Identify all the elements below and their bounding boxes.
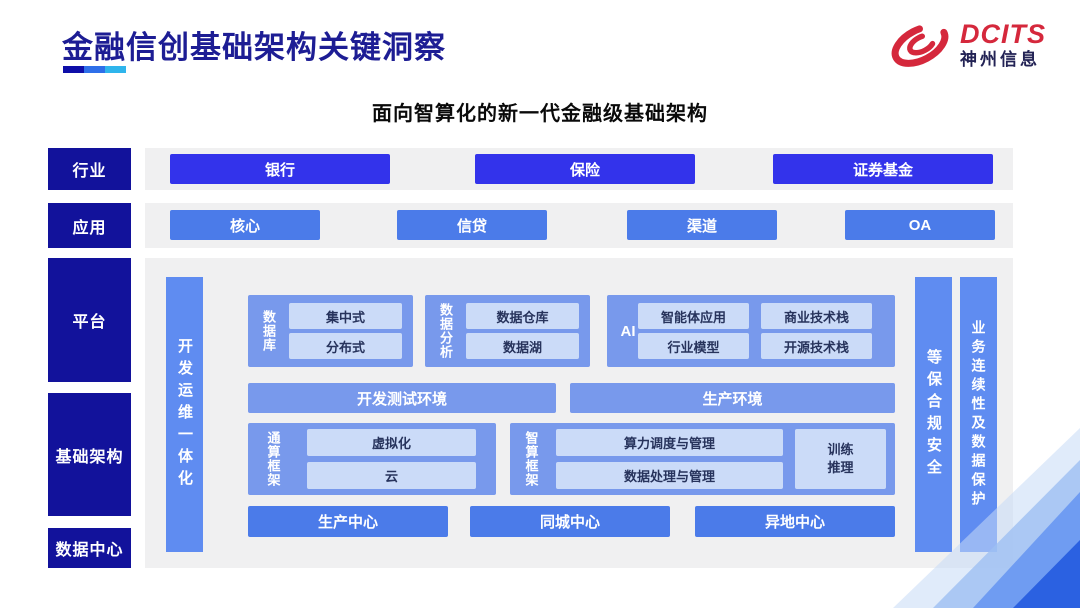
ai-item-commercial-stack: 商业技术栈 xyxy=(761,303,872,329)
logo-brand-name: DCITS xyxy=(960,18,1046,49)
dev-test-environment-bar: 开发测试环境 xyxy=(248,383,556,413)
general-compute-item-cloud: 云 xyxy=(307,462,476,489)
logo-company-name: 神州信息 xyxy=(960,49,1040,69)
devops-pillar: 开发运维一体化 xyxy=(166,277,203,552)
continuity-pillar: 业务连续性及数据保护 xyxy=(960,277,997,552)
underline-segment xyxy=(63,66,84,73)
analytics-section: 数据分析 数据仓库 数据湖 xyxy=(425,295,590,367)
general-compute-item-virtualization: 虚拟化 xyxy=(307,429,476,456)
ai-item-opensource-stack: 开源技术栈 xyxy=(761,333,872,359)
layer-label-infrastructure: 基础架构 xyxy=(48,393,131,516)
smart-compute-item-data-processing: 数据处理与管理 xyxy=(556,462,783,489)
database-section: 数据库 集中式 分布式 xyxy=(248,295,413,367)
app-item-credit: 信贷 xyxy=(397,210,547,240)
layer-label-datacenter: 数据中心 xyxy=(48,528,131,568)
devops-pillar-label: 开发运维一体化 xyxy=(176,337,193,492)
inference-line: 推理 xyxy=(827,460,854,475)
analytics-item-warehouse: 数据仓库 xyxy=(466,303,579,329)
platform-panel: 开发运维一体化 数据库 集中式 分布式 数据分析 数据仓库 数据湖 AI 智能体… xyxy=(145,258,1013,568)
smart-compute-label: 智算框架 xyxy=(523,431,539,487)
training-line: 训练 xyxy=(827,442,854,457)
center-production: 生产中心 xyxy=(248,506,448,537)
ai-section-label: AI xyxy=(620,322,636,340)
layer-label-application: 应用 xyxy=(48,203,131,248)
app-item-channel: 渠道 xyxy=(627,210,777,240)
dcits-swirl-icon xyxy=(891,23,949,67)
smart-compute-item-scheduling: 算力调度与管理 xyxy=(556,429,783,456)
industry-band: 银行 保险 证券基金 xyxy=(145,148,1013,190)
title-underline xyxy=(63,66,126,73)
page-title: 金融信创基础架构关键洞察 xyxy=(62,30,446,65)
general-compute-section: 通算框架 虚拟化 云 xyxy=(248,423,496,495)
underline-segment xyxy=(105,66,126,73)
diagram-title: 面向智算化的新一代金融级基础架构 xyxy=(372,103,708,125)
ai-item-agent-app: 智能体应用 xyxy=(638,303,749,329)
database-item-centralized: 集中式 xyxy=(289,303,402,329)
analytics-section-label: 数据分析 xyxy=(438,303,453,359)
brand-logo: DCITS 神州信息 xyxy=(888,20,1046,70)
layer-label-industry: 行业 xyxy=(48,148,131,190)
app-item-core: 核心 xyxy=(170,210,320,240)
logo-text: DCITS 神州信息 xyxy=(960,18,1046,70)
continuity-pillar-label: 业务连续性及数据保护 xyxy=(970,319,987,510)
app-item-oa: OA xyxy=(845,210,995,240)
database-section-label: 数据库 xyxy=(261,310,276,352)
center-remote: 异地中心 xyxy=(695,506,895,537)
database-item-distributed: 分布式 xyxy=(289,333,402,359)
industry-item-bank: 银行 xyxy=(170,154,390,184)
training-inference-box: 训练 推理 xyxy=(795,429,886,489)
application-band: 核心 信贷 渠道 OA xyxy=(145,203,1013,248)
ai-item-industry-model: 行业模型 xyxy=(638,333,749,359)
ai-section: AI 智能体应用 商业技术栈 行业模型 开源技术栈 xyxy=(607,295,895,367)
production-environment-bar: 生产环境 xyxy=(570,383,895,413)
industry-item-securities: 证券基金 xyxy=(773,154,993,184)
smart-compute-section: 智算框架 算力调度与管理 数据处理与管理 训练 推理 xyxy=(510,423,895,495)
security-pillar: 等保合规安全 xyxy=(915,277,952,552)
center-same-city: 同城中心 xyxy=(470,506,670,537)
layer-label-platform: 平台 xyxy=(48,258,131,382)
analytics-item-lake: 数据湖 xyxy=(466,333,579,359)
general-compute-label: 通算框架 xyxy=(265,431,281,487)
industry-item-insurance: 保险 xyxy=(475,154,695,184)
security-pillar-label: 等保合规安全 xyxy=(925,348,942,481)
underline-segment xyxy=(84,66,105,73)
